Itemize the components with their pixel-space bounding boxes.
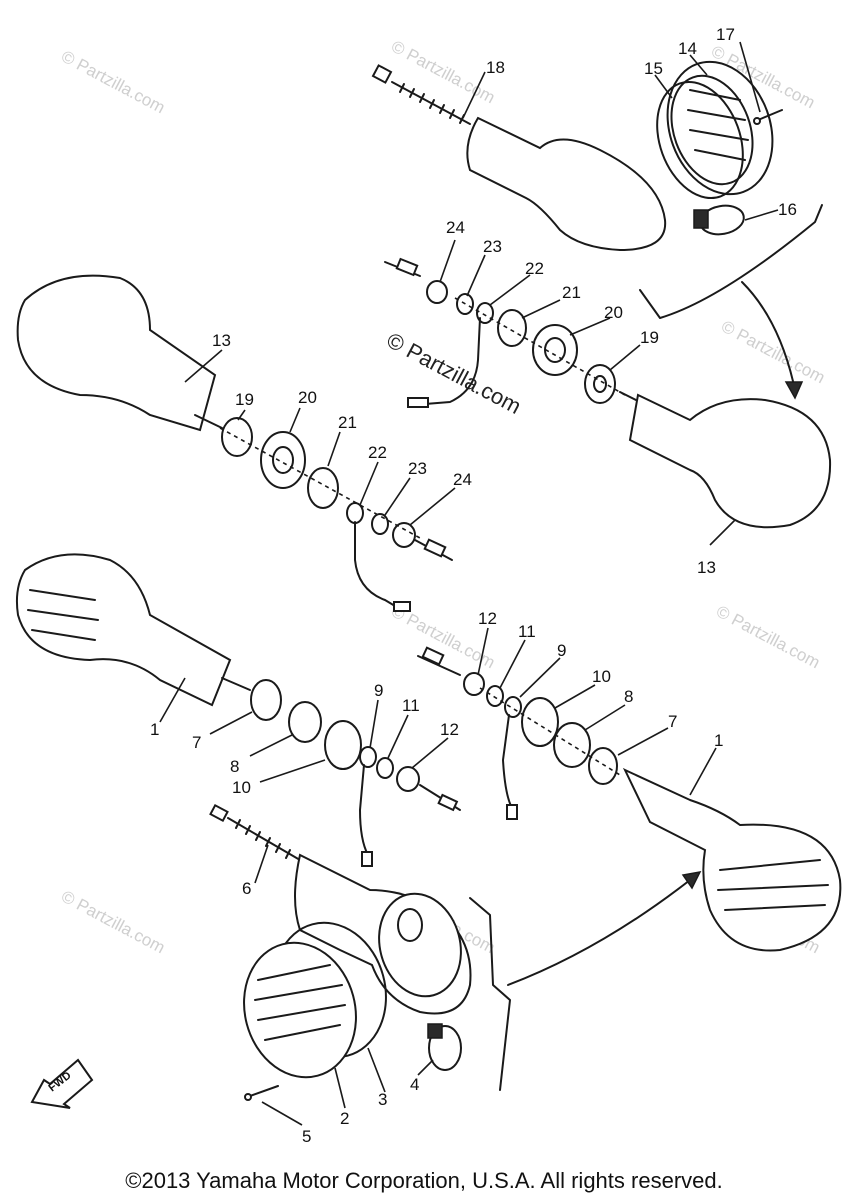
flasher-body-1 <box>622 767 842 952</box>
left-rear-flasher-group <box>16 274 453 612</box>
callout-14: 14 <box>678 39 697 58</box>
callout-11: 11 <box>518 622 536 641</box>
plate-10 <box>521 697 559 747</box>
flasher-body-13 <box>628 393 832 529</box>
callout-13: 13 <box>697 558 716 577</box>
assembly-arrow-head <box>784 381 804 400</box>
washer-7 <box>250 679 282 721</box>
callout-7: 7 <box>192 733 201 752</box>
callout-8: 8 <box>230 757 239 776</box>
callout-18: 18 <box>486 58 505 77</box>
callout-19: 19 <box>640 328 659 347</box>
callout-9: 9 <box>557 641 566 660</box>
leader-lines <box>159 41 779 1126</box>
ground-wire <box>354 521 396 607</box>
wire-connector <box>371 64 393 84</box>
assembly-arrow-head <box>681 871 702 890</box>
washer-11 <box>486 685 504 707</box>
callout-24: 24 <box>453 470 472 489</box>
callout-16: 16 <box>778 200 797 219</box>
nut-12 <box>396 766 420 792</box>
right-rear-flasher-group <box>384 257 832 529</box>
flasher-body-13 <box>16 274 217 432</box>
washer-11 <box>376 757 394 779</box>
callout-19: 19 <box>235 390 254 409</box>
washer-23 <box>371 513 389 535</box>
callout-1: 1 <box>150 720 159 739</box>
nut-12 <box>463 672 485 696</box>
callout-13: 13 <box>212 331 231 350</box>
callout-11: 11 <box>402 696 420 715</box>
callout-10: 10 <box>592 667 611 686</box>
callout-2: 2 <box>340 1109 349 1128</box>
ground-terminal-9 <box>359 746 377 768</box>
plate-21 <box>307 467 339 509</box>
nut-24 <box>392 522 416 548</box>
ground-wire <box>424 317 481 405</box>
callout-12: 12 <box>440 720 459 739</box>
watermark: © Partzilla.com <box>713 602 823 673</box>
callout-20: 20 <box>298 388 317 407</box>
fwd-arrow <box>30 1058 94 1109</box>
ground-terminal-9 <box>504 696 522 718</box>
assembly-arrow-line <box>741 281 796 391</box>
nut-24 <box>426 280 448 304</box>
washer-7 <box>588 747 618 785</box>
right-front-flasher-group <box>417 646 842 952</box>
callout-23: 23 <box>408 459 427 478</box>
assembly-bracket <box>639 204 823 319</box>
lens-screw <box>757 109 783 121</box>
callout-8: 8 <box>624 687 633 706</box>
watermark: © Partzilla.com <box>58 887 168 958</box>
callout-10: 10 <box>232 778 251 797</box>
assembly-arrow-line <box>507 879 691 986</box>
grommet-20 <box>260 431 306 489</box>
callout-5: 5 <box>302 1127 311 1146</box>
watermark: © Partzilla.com <box>388 37 498 108</box>
forward-direction-indicator: FWD <box>30 1058 94 1109</box>
callout-labels: 18 15 14 17 16 24 23 22 21 20 19 13 13 1… <box>150 25 797 1146</box>
callout-24: 24 <box>446 218 465 237</box>
callout-1: 1 <box>714 731 723 750</box>
plate-21 <box>497 309 527 347</box>
callout-17: 17 <box>716 25 735 44</box>
callout-23: 23 <box>483 237 502 256</box>
threaded-stem <box>391 81 471 125</box>
callout-3: 3 <box>378 1090 387 1109</box>
callout-7: 7 <box>668 712 677 731</box>
callout-6: 6 <box>242 879 251 898</box>
lens-gasket <box>656 80 744 200</box>
lens-screw <box>249 1085 279 1097</box>
callout-12: 12 <box>478 609 497 628</box>
plate-10 <box>324 720 362 770</box>
callout-20: 20 <box>604 303 623 322</box>
flasher-body-1 <box>15 553 232 707</box>
ground-wire <box>502 714 513 809</box>
grommet-20 <box>532 324 578 376</box>
callout-21: 21 <box>562 283 581 302</box>
callout-4: 4 <box>410 1075 419 1094</box>
copyright-notice: ©2013 Yamaha Motor Corporation, U.S.A. A… <box>125 1168 723 1193</box>
front-flasher-assembly <box>209 803 472 1101</box>
callout-22: 22 <box>525 259 544 278</box>
callout-9: 9 <box>374 681 383 700</box>
grommet-8 <box>288 701 322 743</box>
callout-21: 21 <box>338 413 357 432</box>
left-front-flasher-group <box>15 553 461 867</box>
washer-19 <box>584 364 616 404</box>
flasher-body <box>466 116 667 252</box>
callout-15: 15 <box>644 59 663 78</box>
grommet-8 <box>553 722 591 768</box>
watermark: © Partzilla.com <box>58 47 168 118</box>
ground-wire <box>359 764 369 856</box>
callout-22: 22 <box>368 443 387 462</box>
assembly-bracket <box>469 897 511 1091</box>
